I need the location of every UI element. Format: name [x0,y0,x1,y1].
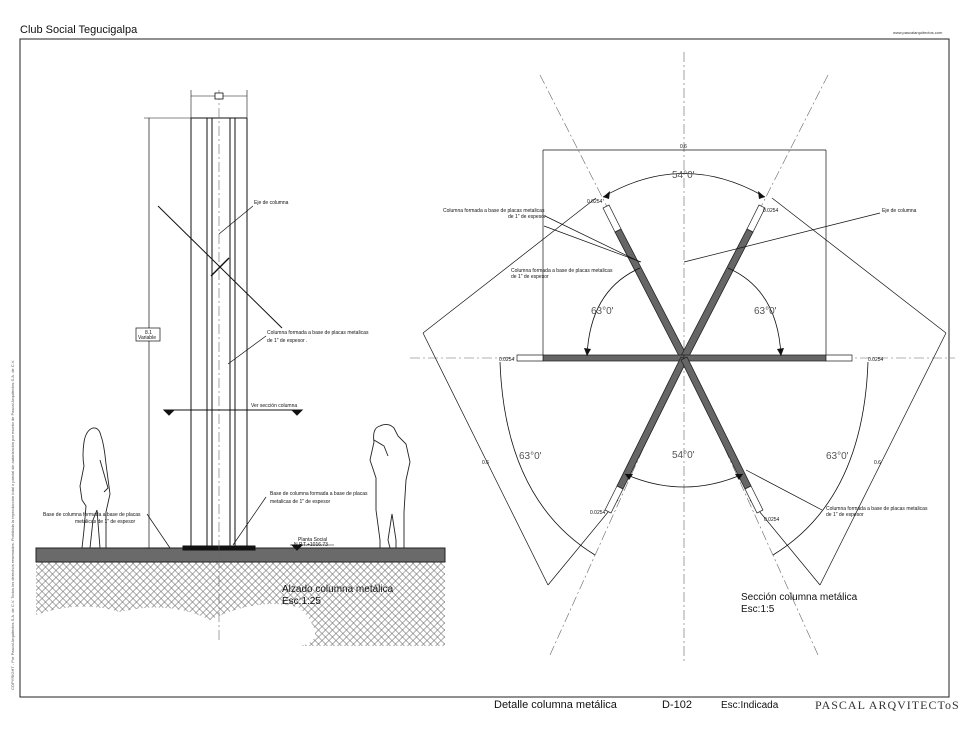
column-plates [542,228,827,490]
section-column-note-mid-1: Columna formada a base de placas metalic… [511,268,613,274]
thickness-top-right-label: 0.0254 [763,208,779,214]
section-reference-label: Ver sección columna [251,403,297,409]
angle-right-label: 63°0' [754,306,777,317]
angle-bottom-label: 54°0' [672,450,695,461]
section-scale: Esc:1:5 [741,604,775,615]
dimension-right-label: 0.6 [874,460,881,466]
elevation-column-label-1: Columna formada a base de placas metalic… [267,330,369,336]
thickness-left-label: 0.0254 [499,357,515,363]
angle-lower-right-label: 63°0' [826,451,849,462]
thickness-bottom-left-label: 0.0254 [590,510,606,516]
project-title: Club Social Tegucigalpa [20,24,138,36]
titleblock-sheet-code: D-102 [662,699,692,711]
section-column-note-top-2: de 1" de espesor [508,214,546,220]
elevation-title: Alzado columna metálica [282,584,394,595]
base-plate-label-left-1: Base de columna formada a base de placas [43,512,141,518]
base-plate-label-left-2: metalicas de 1" de espesor [75,519,135,525]
angle-lower-left-label: 63°0' [519,451,542,462]
base-plate-label-right-1: Base de columna formada a base de placas [270,491,368,497]
section-column-note-bottom-1: Columna formada a base de placas metalic… [826,506,928,512]
thickness-bottom-right-label: 0.0254 [764,517,780,523]
npt-level-label-1: Planta Social [298,537,327,543]
elevation-texts: Eje de columna Columna formada a base de… [43,200,394,607]
titleblock-firm-logo: PASCAL ARQVITECToS [815,698,960,712]
elevation-eje-label: Eje de columna [254,200,289,206]
npt-level-label-2: N.P.T.+1016.73 [294,542,328,548]
elevation-scale: Esc:1:25 [282,596,321,607]
section-title: Sección columna metálica [741,592,858,603]
person-left-figure [79,427,111,549]
thickness-right-label: 0.0254 [868,357,884,363]
section-view [410,52,955,662]
section-column-note-bottom-2: de 1" de espesor [826,512,864,518]
sheet-frame [19,38,950,698]
thickness-top-left-label: 0.0254 [587,199,603,205]
elevation-view [35,90,446,646]
person-right-figure [369,423,411,549]
section-texts: 54°0' 54°0' 63°0' 63°0' 63°0' 63°0' 0.6 … [443,144,928,615]
base-plate-label-right-2: metalicas de 1" de espesor [270,499,330,505]
height-dimension-value: 8.1 [145,330,152,336]
soil-cutout [36,604,315,646]
dimension-top-label: 0.6 [680,144,687,150]
section-column-note-top-1: Columna formada a base de placas metalic… [443,208,545,214]
website-label: www.pascalarquitectos.com [893,30,943,35]
height-dimension-note: Variable [138,335,156,341]
angle-top-label: 54°0' [672,170,695,181]
section-column-note-mid-2: de 1" de espesor [511,274,549,280]
dimension-left-label: 0.6 [482,460,489,466]
elevation-column-label-2: de 1" de espesor . [267,338,307,344]
titleblock-scale: Esc:Indicada [721,700,779,711]
titleblock-title: Detalle columna metálica [494,699,617,711]
section-eje-label: Eje de columna [882,208,917,214]
angle-left-label: 63°0' [591,306,614,317]
